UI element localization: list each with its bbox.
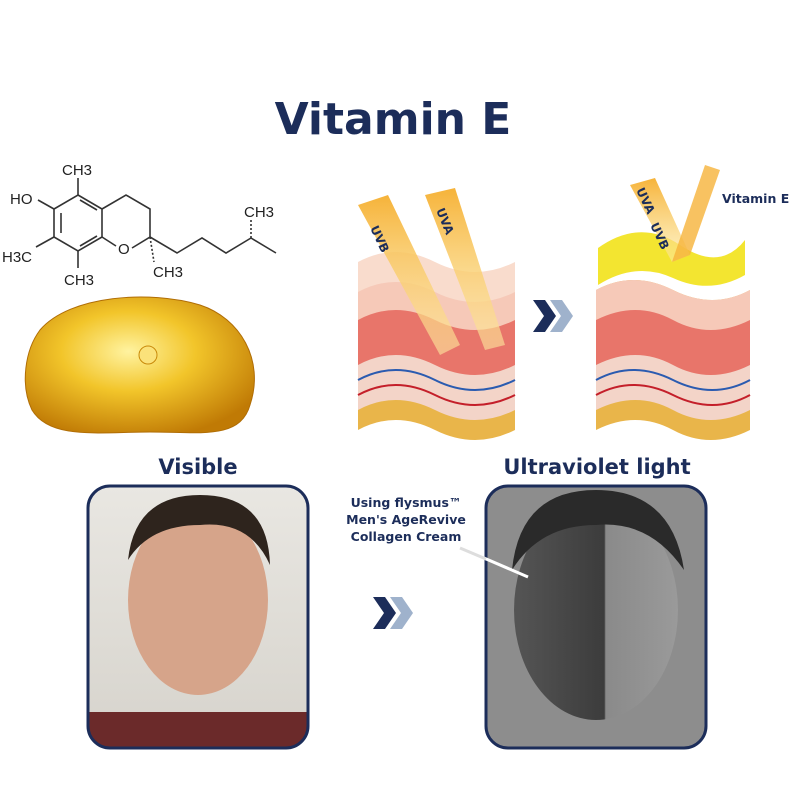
- svg-text:CH3: CH3: [153, 264, 183, 281]
- uv-heading: Ultraviolet light: [503, 455, 690, 479]
- visible-heading: Visible: [158, 455, 237, 479]
- chevron-right-icon: [373, 597, 413, 629]
- svg-text:O: O: [118, 241, 130, 258]
- tocopherol-structure: [35, 178, 277, 268]
- visible-photo-frame: [86, 484, 310, 750]
- svg-text:H3C: H3C: [2, 249, 32, 266]
- product-callout: Using flysmus™ Men's AgeRevive Collagen …: [346, 495, 529, 579]
- molecule-labels: CH3 HO H3C CH3 O CH3 CH3: [2, 162, 274, 289]
- svg-text:CH3: CH3: [244, 204, 274, 221]
- oil-bubble: [138, 345, 158, 365]
- svg-text:CH3: CH3: [64, 272, 94, 289]
- page-title: Vitamin E: [275, 94, 512, 145]
- uv-photo-frame: [484, 484, 708, 750]
- visible-photo: [88, 486, 308, 748]
- svg-text:Men's AgeRevive: Men's AgeRevive: [346, 512, 466, 527]
- vitamin-e-oil-drop: [24, 296, 255, 434]
- svg-text:Collagen Cream: Collagen Cream: [351, 529, 462, 544]
- svg-text:CH3: CH3: [62, 162, 92, 179]
- svg-text:HO: HO: [10, 191, 33, 208]
- chevron-right-icon: [533, 300, 573, 332]
- svg-text:Using flysmus™: Using flysmus™: [351, 495, 462, 510]
- skin-diagram-protected: [595, 232, 751, 440]
- uv-photo: [486, 486, 706, 748]
- vitamin-e-label: Vitamin E: [722, 191, 789, 206]
